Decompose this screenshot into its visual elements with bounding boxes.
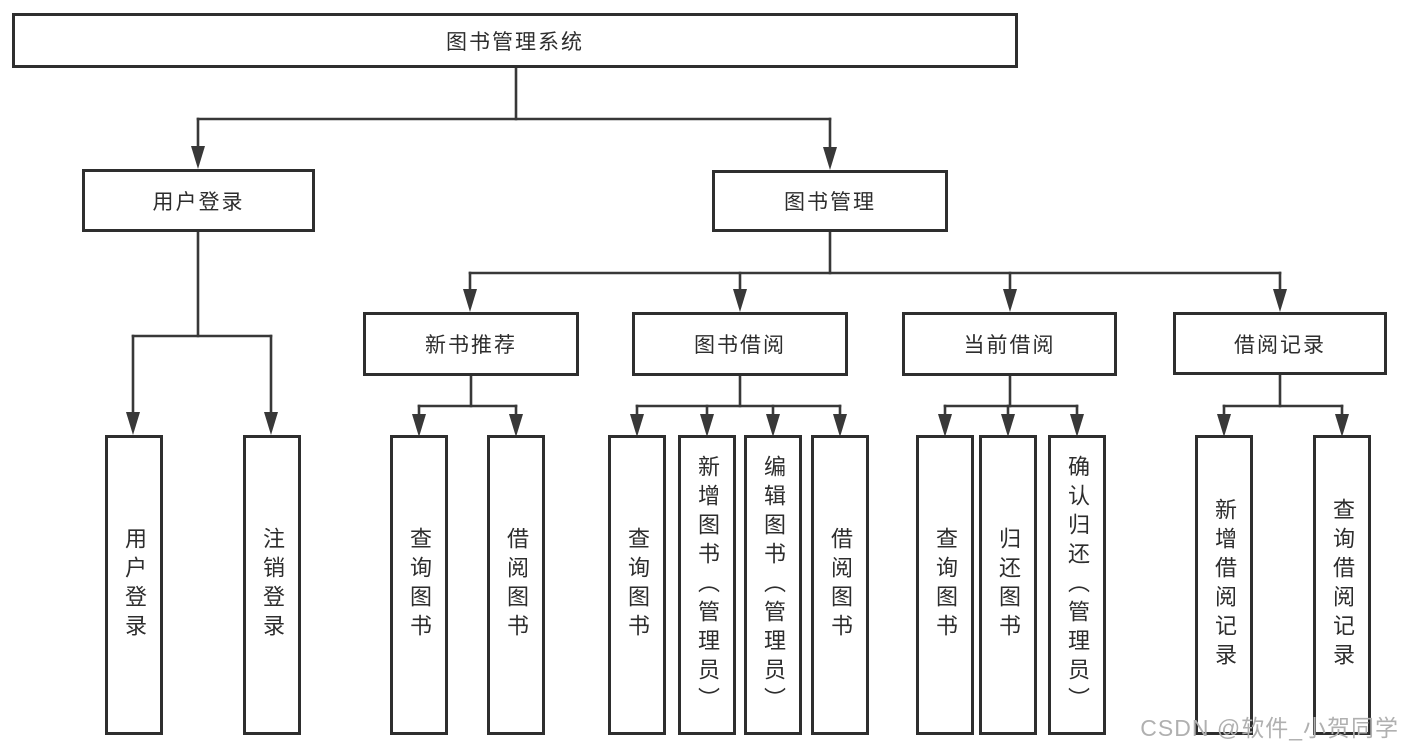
node-user-login-label: 用户登录 xyxy=(152,190,245,214)
watermark: CSDN @软件_小贺同学 xyxy=(1140,715,1399,741)
arrowhead-down-icon xyxy=(733,289,747,312)
arrowhead-down-icon xyxy=(1070,414,1084,437)
arrowhead-down-icon xyxy=(833,414,847,437)
arrowhead-down-icon xyxy=(191,146,205,169)
node-borrow-records: 借阅记录 xyxy=(1173,312,1387,375)
leaf-borrow-query-books: 查询图书 xyxy=(608,435,666,735)
leaf-current-query-books-label: 查询图书 xyxy=(933,527,958,643)
leaf-recommend-borrow-books-label: 借阅图书 xyxy=(504,527,529,643)
leaf-current-query-books: 查询图书 xyxy=(916,435,974,735)
leaf-user-login: 用户登录 xyxy=(105,435,163,735)
leaf-current-confirm-return-admin: 确认归还（管理员） xyxy=(1048,435,1106,735)
arrowhead-down-icon xyxy=(766,414,780,437)
node-new-book-recommend-label: 新书推荐 xyxy=(425,334,517,357)
arrowhead-down-icon xyxy=(823,147,837,170)
arrowhead-down-icon xyxy=(1273,289,1287,312)
arrowhead-down-icon xyxy=(463,289,477,312)
leaf-records-add-record-label: 新增借阅记录 xyxy=(1212,498,1237,672)
leaf-borrow-edit-books-admin-label: 编辑图书（管理员） xyxy=(761,454,786,716)
leaf-borrow-edit-books-admin: 编辑图书（管理员） xyxy=(744,435,802,735)
arrowhead-down-icon xyxy=(509,414,523,437)
leaf-recommend-query-books: 查询图书 xyxy=(390,435,448,735)
arrowhead-down-icon xyxy=(126,412,140,435)
leaf-logout-label: 注销登录 xyxy=(260,527,285,643)
leaf-borrow-add-books-admin: 新增图书（管理员） xyxy=(678,435,736,735)
leaf-borrow-add-books-admin-label: 新增图书（管理员） xyxy=(695,454,720,716)
arrowhead-down-icon xyxy=(1003,289,1017,312)
node-book-management-label: 图书管理 xyxy=(784,191,876,214)
arrowhead-down-icon xyxy=(412,414,426,437)
leaf-user-login-label: 用户登录 xyxy=(122,527,147,643)
leaf-borrow-borrow-books-label: 借阅图书 xyxy=(828,527,853,643)
node-user-login: 用户登录 xyxy=(82,169,315,232)
arrowhead-down-icon xyxy=(700,414,714,437)
leaf-current-confirm-return-admin-label: 确认归还（管理员） xyxy=(1065,454,1090,716)
leaf-current-return-books: 归还图书 xyxy=(979,435,1037,735)
leaf-records-query-record-label: 查询借阅记录 xyxy=(1330,498,1355,672)
leaf-borrow-query-books-label: 查询图书 xyxy=(625,527,650,643)
node-root-label: 图书管理系统 xyxy=(446,30,584,54)
node-root: 图书管理系统 xyxy=(12,13,1018,68)
leaf-logout: 注销登录 xyxy=(243,435,301,735)
node-borrow-records-label: 借阅记录 xyxy=(1234,333,1326,357)
leaf-borrow-borrow-books: 借阅图书 xyxy=(811,435,869,735)
arrowhead-down-icon xyxy=(938,414,952,437)
node-new-book-recommend: 新书推荐 xyxy=(363,312,579,376)
node-book-management: 图书管理 xyxy=(712,170,948,232)
leaf-records-query-record: 查询借阅记录 xyxy=(1313,435,1371,735)
arrowhead-down-icon xyxy=(1001,414,1015,437)
node-book-borrow: 图书借阅 xyxy=(632,312,848,376)
node-book-borrow-label: 图书借阅 xyxy=(694,334,786,357)
arrowhead-down-icon xyxy=(1217,414,1231,437)
node-current-borrow: 当前借阅 xyxy=(902,312,1117,376)
leaf-current-return-books-label: 归还图书 xyxy=(996,527,1021,643)
node-current-borrow-label: 当前借阅 xyxy=(963,334,1056,357)
leaf-recommend-query-books-label: 查询图书 xyxy=(407,527,432,643)
leaf-records-add-record: 新增借阅记录 xyxy=(1195,435,1253,735)
arrowhead-down-icon xyxy=(264,412,278,435)
leaf-recommend-borrow-books: 借阅图书 xyxy=(487,435,545,735)
arrowhead-down-icon xyxy=(630,414,644,437)
arrowhead-down-icon xyxy=(1335,414,1349,437)
